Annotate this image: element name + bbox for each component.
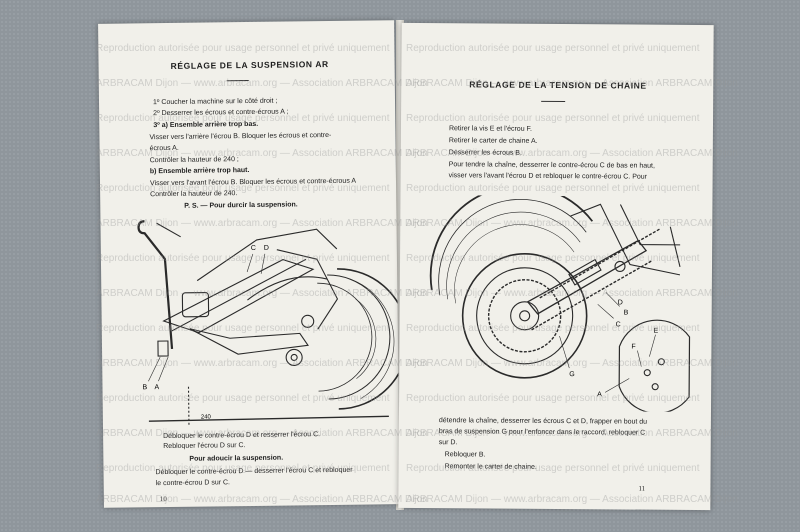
label-a: A — [154, 384, 159, 391]
title-rule — [541, 100, 566, 103]
left-page: RÉGLAGE DE LA SUSPENSION AR 1º Coucher l… — [98, 20, 400, 508]
instruction-line: sur D. — [438, 439, 458, 447]
label-e: E — [654, 328, 659, 335]
right-page-title: RÉGLAGE DE LA TENSION DE CHAINE — [469, 79, 647, 91]
page-number: 11 — [638, 484, 646, 493]
label-c: C — [616, 321, 621, 328]
instruction-heading: b) Ensemble arrière trop haut. — [149, 166, 250, 176]
instruction-line: le contre-écrou D sur C. — [155, 479, 231, 488]
instruction-line: Remonter le carter de chaine. — [444, 463, 537, 471]
label-f: F — [631, 344, 635, 351]
instruction-line: Retirer le carter de chaine A. — [448, 137, 538, 145]
label-d: D — [264, 245, 269, 252]
instruction-line: Rebloquer l'écrou D sur C. — [163, 442, 246, 451]
instruction-line: écrous A. — [149, 144, 179, 153]
dimension-label: 240 — [201, 414, 212, 420]
label-b: B — [142, 384, 147, 391]
instruction-line: Contrôler la hauteur de 240. — [150, 190, 238, 199]
instruction-heading: Pour adoucir la suspension. — [189, 454, 284, 463]
instruction-line: Retirer la vis E et l'écrou F. — [448, 125, 533, 133]
rear-suspension-illustration: B A C D 240 — [137, 220, 399, 425]
left-page-title: RÉGLAGE DE LA SUSPENSION AR — [170, 59, 329, 71]
right-page: RÉGLAGE DE LA TENSION DE CHAINE Retirer … — [398, 22, 714, 511]
instruction-line: Rebloquer B. — [444, 451, 486, 459]
instruction-line: Débloquer le contre-écrou D — desserrer … — [155, 466, 353, 477]
instruction-heading: 3º a) Ensemble arrière trop bas. — [153, 120, 259, 130]
label-a: A — [597, 391, 602, 398]
instruction-line: visser vers l'avant l'écrou D et rebloqu… — [448, 172, 648, 181]
instruction-line: Desserrer les écrous B. — [448, 149, 522, 157]
label-b: B — [624, 309, 629, 316]
instruction-line: Visser vers l'arrière l'écrou B. Bloquer… — [149, 131, 332, 142]
chain-tension-illustration: D B C E F G A — [429, 195, 691, 413]
page-number: 10 — [159, 495, 167, 504]
label-c: C — [251, 245, 256, 252]
instruction-line: bras de suspension G pour l'enfoncer dan… — [438, 428, 646, 437]
title-rule — [226, 79, 249, 82]
label-g: G — [569, 371, 575, 378]
instruction-line: 2º Desserrer les écrous et contre-écrous… — [153, 108, 289, 118]
instruction-line: Visser vers l'avant l'écrou B. Bloquer l… — [149, 177, 357, 188]
label-d: D — [618, 299, 623, 306]
